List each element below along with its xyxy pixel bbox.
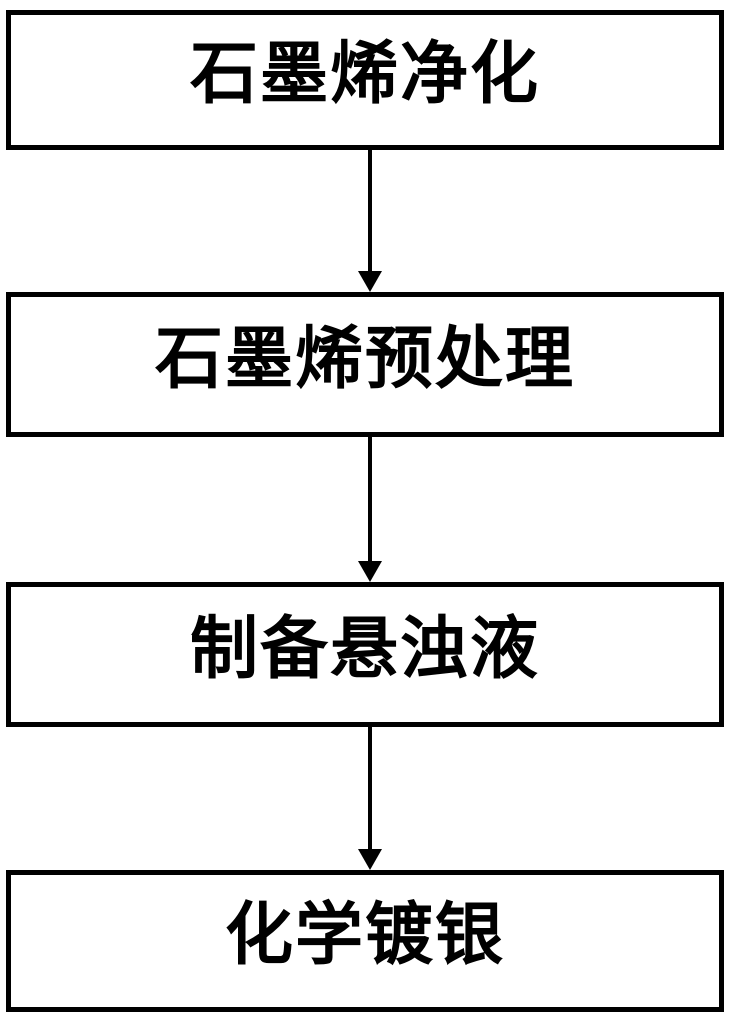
- flow-connector-arrow-2: [350, 437, 390, 582]
- down-arrow-icon: [358, 271, 382, 292]
- connector-line: [368, 150, 372, 272]
- flow-connector-arrow-3: [350, 727, 390, 870]
- flow-node-label: 石墨烯净化: [189, 35, 540, 114]
- connector-line: [368, 727, 372, 850]
- flow-node-label: 制备悬浊液: [189, 609, 540, 689]
- down-arrow-icon: [358, 561, 382, 582]
- down-arrow-icon: [358, 849, 382, 870]
- flow-node-label: 石墨烯预处理: [154, 319, 575, 399]
- flow-node-prepare-suspension[interactable]: 制备悬浊液: [6, 582, 724, 727]
- connector-line: [368, 437, 372, 562]
- flow-node-graphene-pretreatment[interactable]: 石墨烯预处理: [6, 292, 724, 437]
- flow-node-graphene-purification[interactable]: 石墨烯净化: [6, 10, 724, 150]
- flow-connector-arrow-1: [350, 150, 390, 292]
- flow-node-label: 化学镀银: [224, 896, 505, 975]
- flow-node-electroless-silver-plating[interactable]: 化学镀银: [6, 870, 724, 1012]
